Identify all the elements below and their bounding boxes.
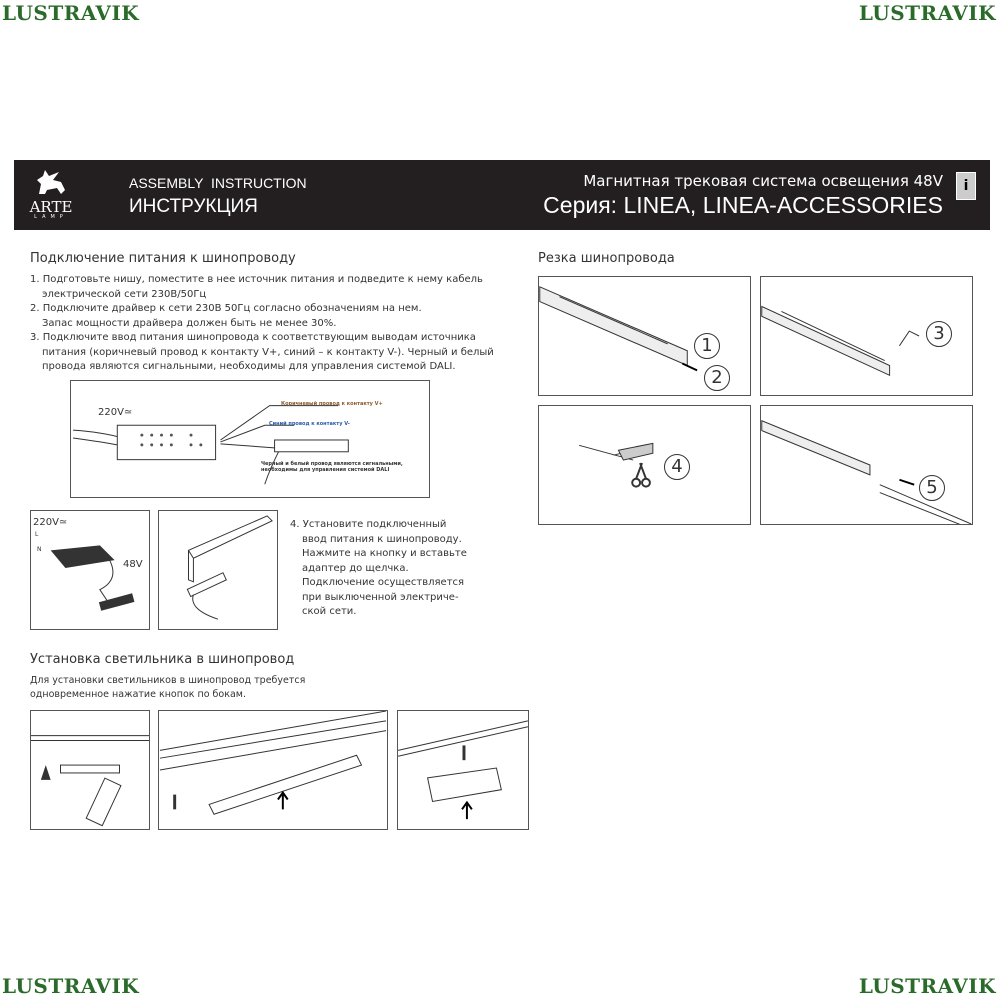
cut-step-4-diagram: 4 xyxy=(538,405,751,525)
title-english: ASSEMBLY INSTRUCTION xyxy=(129,175,307,191)
blue-wire-label: Синий провод к контакту V- xyxy=(269,421,350,427)
power-steps: 1. Подготовьте нишу, поместите в нее ист… xyxy=(30,274,494,372)
cut-step-1-2-diagram: 1 2 xyxy=(538,276,751,396)
watermark-bottom-right: LUSTRAVIK xyxy=(858,974,996,998)
adapter-insert-diagram xyxy=(158,510,278,630)
mount-step-1-diagram xyxy=(30,710,150,830)
watermark-top-left: LUSTRAVIK xyxy=(2,1,140,25)
driver-diagram: 220V≃ L N 48V xyxy=(30,510,150,630)
signal-wire-note: Черный и белый провод являются сигнальны… xyxy=(261,461,403,473)
mount-text: Для установки светильников в шинопровод … xyxy=(30,675,306,700)
brown-wire-label: Коричневый провод к контакту V+ xyxy=(281,401,383,407)
wiring-diagram: 220V≃ Коричневый провод к контакту V+ Си… xyxy=(70,380,430,498)
document-header: ARTE LAMP ASSEMBLY INSTRUCTION ИНСТРУКЦИ… xyxy=(14,160,990,230)
l-terminal: L xyxy=(35,531,39,538)
info-book-icon: i xyxy=(956,172,976,200)
input-voltage: 220V≃ xyxy=(33,517,68,528)
arte-lamp-logo: ARTE LAMP xyxy=(26,168,76,220)
voltage-label: 220V≃ xyxy=(98,407,133,418)
cut-section-title: Резка шинопровода xyxy=(538,251,675,266)
step-number-1: 1 xyxy=(694,333,720,359)
output-voltage: 48V xyxy=(123,559,143,570)
series-title: Серия: LINEA, LINEA-ACCESSORIES xyxy=(543,192,943,218)
watermark-top-right: LUSTRAVIK xyxy=(858,1,996,25)
power-section-title: Подключение питания к шинопроводу xyxy=(30,251,296,266)
subtitle: Магнитная трековая система освещения 48V xyxy=(583,172,943,190)
griffin-icon xyxy=(37,170,65,194)
step-number-5: 5 xyxy=(919,475,945,501)
mount-section-title: Установка светильника в шинопровод xyxy=(30,652,295,667)
watermark-bottom-left: LUSTRAVIK xyxy=(2,974,140,998)
n-terminal: N xyxy=(37,546,42,553)
mount-step-2-diagram xyxy=(158,710,388,830)
step-number-4: 4 xyxy=(664,454,690,480)
step-number-2: 2 xyxy=(704,365,730,391)
cut-step-3-diagram: 3 xyxy=(760,276,973,396)
step-number-3: 3 xyxy=(926,321,952,347)
step-4-text: 4. Установите подключенный ввод питания … xyxy=(290,519,467,617)
title-russian: ИНСТРУКЦИЯ xyxy=(129,196,258,217)
mount-step-3-diagram xyxy=(397,710,529,830)
cut-step-5-diagram: 5 xyxy=(760,405,973,525)
